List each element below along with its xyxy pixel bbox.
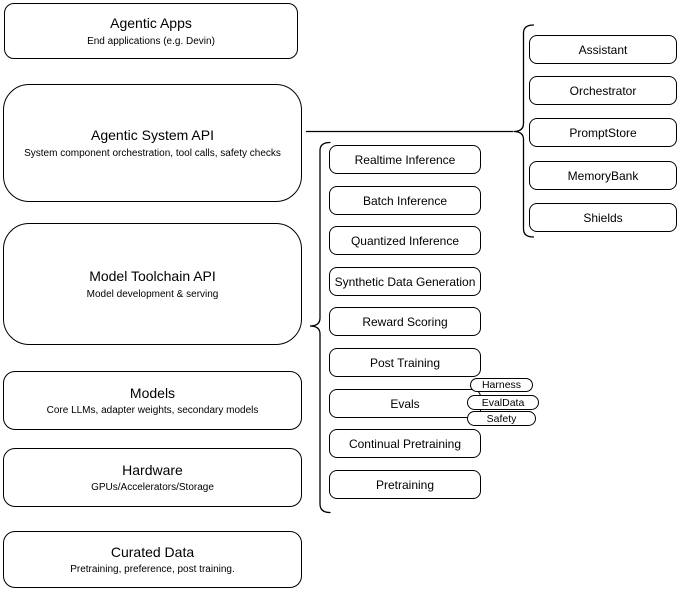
component-shields: Shields: [529, 203, 677, 232]
brace-toolchain: [309, 141, 331, 514]
toolchain-item-synthetic-data-generation: Synthetic Data Generation: [329, 267, 481, 296]
node-model-toolchain-api: Model Toolchain API Model development & …: [3, 223, 302, 345]
toolchain-item-quantized-inference: Quantized Inference: [329, 226, 481, 255]
component-memorybank: MemoryBank: [529, 161, 677, 190]
node-subtitle: Pretraining, preference, post training.: [70, 564, 235, 576]
node-subtitle: GPUs/Accelerators/Storage: [91, 482, 214, 494]
eval-tag-safety: Safety: [467, 411, 536, 426]
node-subtitle: End applications (e.g. Devin): [87, 35, 215, 47]
eval-tag-evaldata: EvalData: [467, 395, 539, 410]
node-agentic-system-api: Agentic System API System component orch…: [3, 84, 302, 202]
brace-agentic-components: [513, 24, 535, 238]
node-subtitle: Model development & serving: [86, 288, 219, 300]
node-subtitle: Core LLMs, adapter weights, secondary mo…: [46, 405, 259, 417]
node-subtitle: System component orchestration, tool cal…: [24, 147, 281, 159]
toolchain-item-pretraining: Pretraining: [329, 470, 481, 499]
component-promptstore: PromptStore: [529, 118, 677, 147]
toolchain-item-post-training: Post Training: [329, 348, 481, 377]
toolchain-item-realtime-inference: Realtime Inference: [329, 145, 481, 174]
node-title: Agentic Apps: [110, 15, 192, 32]
node-models: Models Core LLMs, adapter weights, secon…: [3, 371, 302, 430]
component-orchestrator: Orchestrator: [529, 76, 677, 105]
node-title: Hardware: [122, 461, 183, 478]
node-agentic-apps: Agentic Apps End applications (e.g. Devi…: [4, 3, 298, 59]
node-title: Agentic System API: [91, 127, 214, 144]
toolchain-item-evals: Evals: [329, 389, 481, 418]
eval-tag-harness: Harness: [470, 378, 533, 392]
node-hardware: Hardware GPUs/Accelerators/Storage: [3, 448, 302, 507]
toolchain-item-reward-scoring: Reward Scoring: [329, 307, 481, 336]
node-title: Curated Data: [110, 543, 195, 560]
toolchain-item-continual-pretraining: Continual Pretraining: [329, 429, 481, 458]
node-curated-data: Curated Data Pretraining, preference, po…: [3, 531, 302, 588]
node-title: Model Toolchain API: [89, 268, 216, 285]
component-assistant: Assistant: [529, 35, 677, 64]
node-title: Models: [129, 384, 176, 401]
toolchain-item-batch-inference: Batch Inference: [329, 186, 481, 215]
